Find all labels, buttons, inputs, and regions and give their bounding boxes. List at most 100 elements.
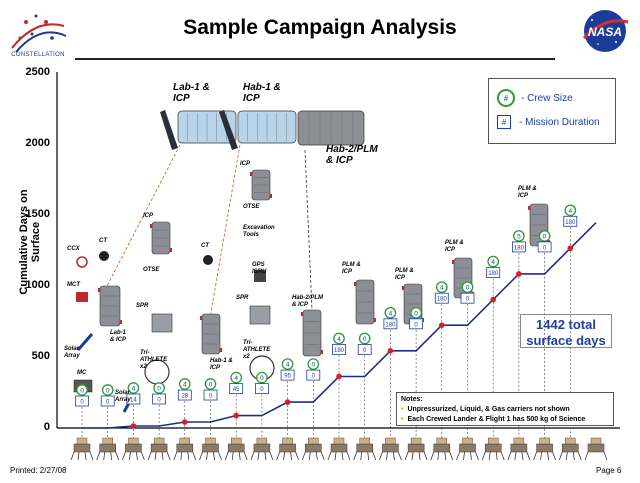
crew-size-label: 0: [363, 336, 367, 343]
ct-icon: [203, 255, 213, 265]
mission-duration-label: 0: [157, 398, 161, 404]
mission-duration-label: 180: [334, 348, 345, 354]
annotation-ct-1: CT: [99, 238, 107, 244]
annotation-icp-2: ICP: [240, 161, 251, 167]
mission-duration-box: [177, 389, 192, 401]
mission-duration-box: [254, 383, 269, 395]
mission-duration-label: 180: [514, 245, 525, 251]
total-line-2: surface days: [526, 333, 606, 348]
solar-panel: [219, 110, 238, 150]
mission-duration-box: [409, 318, 424, 330]
crew-size-circle: [564, 204, 577, 217]
crew-size-label: 4: [568, 208, 572, 215]
y-tick-label: 1000: [25, 279, 50, 291]
crew-size-label: 4: [440, 285, 444, 292]
annotation-hab1-icp-low: Hab-1 & ICP: [210, 358, 233, 371]
mission-duration-label: 14: [130, 398, 137, 404]
crew-size-circle: [513, 230, 525, 242]
solar-array: [76, 333, 94, 351]
data-point: [233, 412, 239, 419]
annotation-otse-2: OTSE: [243, 204, 260, 210]
plm-cylinder: [354, 279, 376, 325]
crew-size-circle: [101, 384, 114, 396]
solar-panel: [160, 110, 178, 150]
annotation-spr-1: SPR: [136, 303, 149, 309]
annotation-otse-1: OTSE: [143, 267, 160, 273]
annotation-plm-icp-2: PLM & ICP: [395, 268, 414, 281]
annotation-icp-1: ICP: [143, 213, 154, 219]
crew-size-circle: [307, 358, 320, 370]
annotation-mct: MCT: [67, 282, 80, 288]
y-tick-label: 500: [31, 350, 50, 362]
crew-size-label: 4: [132, 386, 136, 393]
data-point: [387, 348, 394, 354]
mission-duration-box: [383, 318, 398, 330]
crew-size-label: 0: [209, 382, 213, 389]
mission-duration-label: 0: [209, 394, 213, 400]
ccx-icon: [76, 256, 88, 268]
lander-icon: [301, 437, 325, 461]
mission-duration-box: [460, 292, 475, 304]
leader-line: [304, 149, 313, 311]
lab1-cylinder: [98, 285, 122, 327]
data-point: [336, 373, 342, 380]
data-point: [284, 399, 291, 405]
crew-size-circle: [127, 382, 140, 394]
mission-duration-box: [434, 292, 449, 304]
data-point: [516, 271, 522, 277]
annotation-lab1-icp-low: Lab-1 & ICP: [110, 330, 127, 343]
note-item: Each Crewed Lander & Flight 1 has 500 kg…: [401, 415, 609, 425]
annotation-solar-array-1: Solar Array: [64, 346, 80, 359]
y-tick-label: 2500: [25, 66, 50, 78]
annotation-tri-athlete-2: Tri- ATHLETE x2: [243, 340, 271, 360]
annotation-ccx: CCX: [67, 246, 80, 252]
crew-size-label: 0: [311, 362, 315, 369]
mission-duration-label: 0: [466, 297, 470, 303]
ct-icon: [99, 251, 109, 261]
hab1-module: [237, 110, 297, 144]
crew-size-label: 4: [337, 336, 341, 343]
mission-duration-label: 180: [488, 271, 499, 277]
crew-size-label: 5: [517, 233, 521, 240]
lander-icon: [147, 437, 171, 461]
crew-size-circle: [281, 358, 294, 370]
lander-icon: [250, 437, 274, 461]
lander-icon: [327, 437, 351, 461]
mission-duration-label: 180: [437, 297, 448, 303]
leader-line: [209, 144, 241, 319]
crew-size-circle: [76, 384, 88, 396]
mission-duration-label: 0: [80, 400, 84, 406]
mission-duration-label: 95: [284, 374, 291, 380]
legend-crew-size-label: - Crew Size: [521, 92, 573, 104]
lander-icon: [507, 437, 531, 461]
total-surface-days-box: 1442 total surface days: [520, 314, 612, 348]
mission-duration-label: 180: [385, 322, 396, 328]
annotation-lab1-icp-top: Lab-1 & ICP: [173, 82, 210, 104]
page-number: Page 6: [596, 466, 622, 475]
crew-size-label: 4: [183, 382, 187, 389]
leader-line: [106, 144, 181, 287]
lander-icon: [404, 437, 428, 461]
mission-duration-box: [537, 241, 552, 253]
mission-duration-label: 0: [312, 374, 316, 380]
lander-icon: [224, 437, 248, 461]
notes-box: Notes: Unpressurized, Liquid, & Gas carr…: [396, 392, 614, 426]
mission-duration-label: 28: [181, 394, 188, 400]
y-tick-label: 1500: [25, 208, 50, 220]
hab1-cylinder: [200, 313, 222, 355]
annotation-hab2-plm-icp-top: Hab-2/PLM & ICP: [326, 144, 378, 166]
data-point: [567, 245, 574, 252]
lander-icon: [430, 437, 454, 461]
nasa-logo: NASA: [578, 8, 632, 54]
crew-size-label: 4: [286, 362, 290, 369]
mission-duration-box: [512, 241, 526, 253]
lander-icon: [122, 437, 145, 461]
mission-duration-label: 0: [543, 245, 547, 251]
mission-duration-label: 45: [233, 387, 240, 393]
annotation-spr-2: SPR: [236, 295, 249, 301]
legend-mission-duration-label: - Mission Duration: [519, 116, 600, 128]
annotation-ct-2: CT: [201, 243, 209, 249]
lander-icon: [584, 437, 608, 461]
mission-duration-box: [100, 395, 115, 407]
crew-size-circle: [178, 378, 191, 390]
